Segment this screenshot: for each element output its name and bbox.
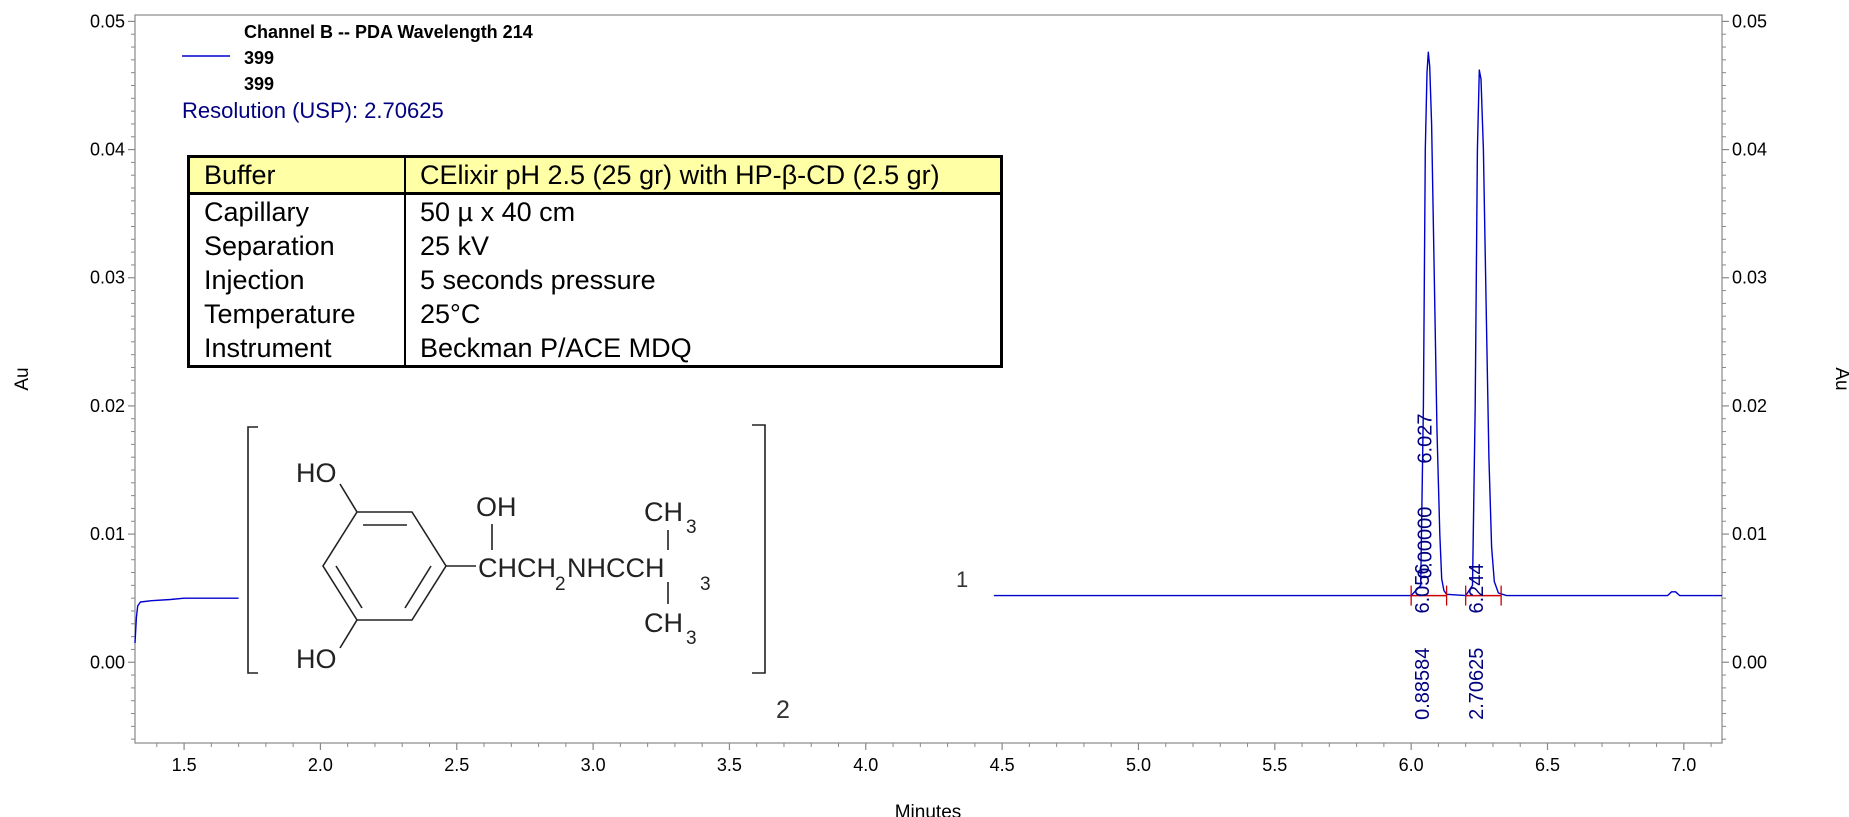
bond-ho-top [339, 483, 358, 513]
x-tick-label: 5.5 [1262, 755, 1287, 775]
y-tick-label-right: 0.01 [1732, 524, 1767, 544]
series-layer [134, 51, 1722, 644]
y-tick-label: 0.00 [90, 652, 125, 672]
ho-bottom-label: HO [296, 644, 337, 674]
x-tick-label: 6.0 [1399, 755, 1424, 775]
table-cell: Separation [188, 229, 406, 263]
right-bracket [752, 424, 766, 674]
ring-inner-bond-2 [404, 565, 432, 609]
ch3-top-label: CH [644, 497, 683, 527]
x-tick-label: 3.5 [717, 755, 742, 775]
series-line [134, 597, 239, 644]
annotation-1: 1 [956, 567, 968, 592]
resolution-label: Resolution (USP): 2.70625 [182, 98, 444, 123]
table-cell: Capillary [188, 193, 406, 229]
x-tick-label: 1.5 [172, 755, 197, 775]
y-axis-label-right: Au [1831, 367, 1849, 390]
y-tick-label-right: 0.04 [1732, 140, 1767, 160]
y-tick-label: 0.03 [90, 268, 125, 288]
x-tick-label: 2.0 [308, 755, 333, 775]
oh-label: OH [476, 492, 517, 522]
peak-label: 6.027 [1414, 414, 1436, 464]
table-row: Temperature 25°C [188, 297, 1002, 331]
benzene-ring [322, 511, 447, 621]
ch3-bottom-label: CH [644, 608, 683, 638]
table-cell: Instrument [188, 331, 406, 367]
y-tick-label-right: 0.03 [1732, 268, 1767, 288]
table-cell: Temperature [188, 297, 406, 331]
chemical-structure-labels: HO HO OH CHCH 2 NHCCH 3 CH 3 CH 3 [296, 458, 711, 674]
table-cell: 25°C [420, 299, 481, 329]
y-tick-label-right: 0.02 [1732, 396, 1767, 416]
amine-subscript: 3 [700, 574, 711, 595]
peak-label: 0.88584 [1412, 648, 1434, 720]
y-tick-label: 0.04 [90, 140, 125, 160]
plot-frame [134, 14, 1723, 744]
annotation-2: 2 [776, 696, 790, 724]
y-tick-label: 0.01 [90, 524, 125, 544]
x-tick-label: 2.5 [444, 755, 469, 775]
table-cell: 25 kV [420, 231, 490, 261]
legend-title: Channel B -- PDA Wavelength 214 [244, 22, 533, 42]
x-tick-label: 6.5 [1535, 755, 1560, 775]
table-row: Separation 25 kV [188, 229, 1002, 263]
y-axis-left: 0.05 0.04 0.03 0.02 0.01 0.00 [90, 11, 135, 740]
amine-label: NHCCH [567, 553, 665, 583]
table-cell: 50 µ x 40 cm [420, 197, 576, 227]
bond-ho-bottom [339, 619, 358, 649]
table-cell: CElixir pH 2.5 (25 gr) with HP-β-CD (2.5… [405, 156, 1002, 195]
table-cell: Beckman P/ACE MDQ [420, 333, 692, 363]
chain-subscript: 2 [555, 574, 566, 595]
x-tick-label: 3.0 [581, 755, 606, 775]
conditions-table: Buffer CElixir pH 2.5 (25 gr) with HP-β-… [187, 155, 1003, 368]
table-cell: 5 seconds pressure [420, 265, 656, 295]
chemical-structure [247, 424, 766, 674]
y-axis-right: 0.05 0.04 0.03 0.02 0.01 0.00 [1722, 11, 1767, 740]
y-tick-label-right: 0.05 [1732, 11, 1767, 31]
left-bracket [247, 426, 258, 674]
y-axis-label-left: Au [12, 367, 33, 390]
ring-inner-bond-3 [335, 565, 363, 609]
y-tick-label-right: 0.00 [1732, 652, 1767, 672]
table-row: Instrument Beckman P/ACE MDQ [188, 331, 1002, 367]
baseline-marks [1410, 585, 1502, 606]
series-line [993, 51, 1722, 597]
peak-label: 6.244 [1466, 563, 1488, 613]
ch3-top-subscript: 3 [686, 517, 697, 538]
x-tick-label: 5.0 [1126, 755, 1151, 775]
peak-label: 0.00000 [1414, 507, 1436, 579]
peak-label: 2.70625 [1466, 648, 1488, 720]
y-tick-label: 0.05 [90, 11, 125, 31]
x-axis: 1.5 2.0 2.5 3.0 3.5 4.0 4.5 5.0 5.5 6.0 6.5 7.0 [156, 743, 1712, 775]
legend-entry-1: 399 [244, 48, 274, 68]
y-tick-label: 0.02 [90, 396, 125, 416]
peak-label: 6.056 [1412, 563, 1434, 613]
legend-entry-2: 399 [244, 74, 274, 94]
x-axis-label: Minutes [895, 802, 962, 817]
table-cell: Buffer [188, 156, 406, 195]
table-row: Buffer CElixir pH 2.5 (25 gr) with HP-β-… [188, 156, 1002, 195]
x-tick-label: 4.0 [853, 755, 878, 775]
table-row: Injection 5 seconds pressure [188, 263, 1002, 297]
x-tick-label: 4.5 [990, 755, 1015, 775]
x-tick-label: 7.0 [1671, 755, 1696, 775]
table-row: Capillary 50 µ x 40 cm [188, 193, 1002, 229]
table-cell: Injection [188, 263, 406, 297]
ch3-bottom-subscript: 3 [686, 628, 697, 649]
chain-label: CHCH [478, 553, 556, 583]
peak-labels: 6.056 0.88584 0.00000 6.027 6.244 2.70625 [1412, 414, 1488, 720]
ho-top-label: HO [296, 458, 337, 488]
